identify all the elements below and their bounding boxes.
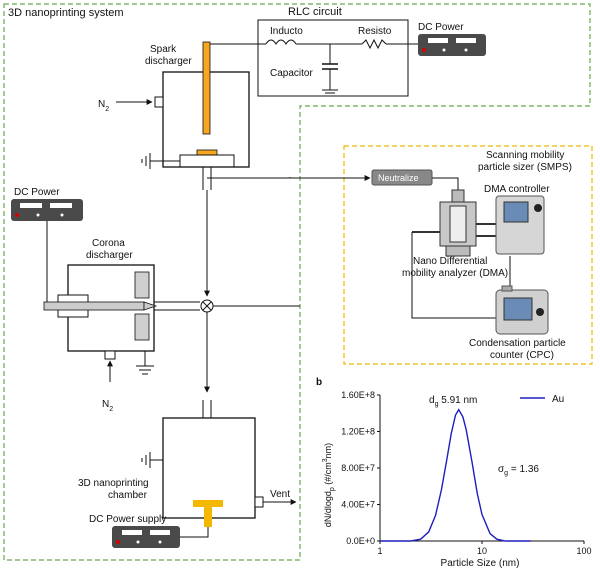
y-tick-label: 1.60E+8 (341, 390, 375, 400)
capacitor-label: Capacitor (270, 68, 313, 79)
x-tick-label: 1 (377, 546, 382, 556)
x-axis-label: Particle Size (nm) (441, 558, 520, 569)
dg-annotation: dg 5.91 nm (429, 395, 477, 408)
n2-bottom-label: N2 (102, 399, 113, 413)
cpc-label-2: counter (CPC) (490, 350, 554, 361)
corona-label-2: discharger (86, 250, 133, 261)
rlc-box (257, 19, 409, 97)
y-axis-label: dN/dlogdp (#/cm3nm) (322, 443, 336, 527)
chamber-label-1: 3D nanoprinting (78, 478, 149, 489)
system-label: 3D nanoprinting system (8, 7, 124, 19)
cpc-unit (495, 285, 549, 335)
resistor-label: Resisto (358, 26, 392, 37)
y-tick-label: 8.00E+7 (341, 463, 375, 473)
smps-title-2: particle sizer (SMPS) (478, 162, 572, 173)
n2-top-label: N2 (98, 99, 109, 113)
substrate-stage-icon (193, 500, 223, 527)
legend-label: Au (552, 394, 564, 405)
dma-controller-label: DMA controller (484, 184, 550, 195)
y-tick-label: 1.20E+8 (341, 427, 375, 437)
spark-label-1: Spark (150, 44, 177, 55)
cpc-label-1: Condensation particle (469, 338, 566, 349)
inductor-label: Inducto (270, 26, 303, 37)
neutralizer-label: Neutralize (378, 173, 419, 183)
rlc-title: RLC circuit (288, 6, 342, 18)
dma-column-icon (412, 189, 500, 257)
resistor-icon (361, 38, 387, 50)
x-tick-label: 100 (576, 546, 591, 556)
ground-icon-corona (136, 351, 154, 375)
panel-label: b (316, 377, 322, 388)
dc-power-left-unit (11, 199, 83, 221)
ground-icon-spark (141, 153, 180, 169)
smps-title-1: Scanning mobility (486, 150, 564, 161)
x-tick-label: 10 (477, 546, 487, 556)
ground-icon-chamber (141, 452, 163, 468)
series-au-line (380, 408, 531, 542)
dc-power-supply-label: DC Power supply (89, 514, 166, 525)
dma-label-2: mobility analyzer (DMA) (402, 268, 508, 279)
system-boundary (3, 3, 591, 561)
dma-controller-unit (495, 195, 545, 255)
y-tick-label: 4.00E+7 (341, 500, 375, 510)
mixing-junction-icon (200, 299, 214, 313)
dc-power-top-label: DC Power (418, 22, 464, 33)
dc-power-top-unit (418, 34, 486, 56)
smps-box (343, 145, 593, 365)
dc-power-left-label: DC Power (14, 187, 60, 198)
spark-electrode (202, 41, 211, 135)
inductor-icon (265, 39, 297, 45)
dma-label-1: Nano Differential (413, 256, 487, 267)
chamber-label-2: chamber (108, 490, 148, 501)
dc-power-supply-unit (112, 526, 180, 548)
ground-icon-rlc (322, 89, 338, 97)
sigma-annotation: σg = 1.36 (498, 464, 539, 477)
spark-label-2: discharger (145, 56, 192, 67)
size-distribution-chart: b 0.0E+0 4.00E+7 8.00E+7 1.20E+8 1.60E+8 1 10… (316, 377, 592, 569)
vent-label: Vent (270, 489, 290, 500)
y-tick-label: 0.0E+0 (346, 536, 375, 546)
corona-label-1: Corona (92, 238, 125, 249)
